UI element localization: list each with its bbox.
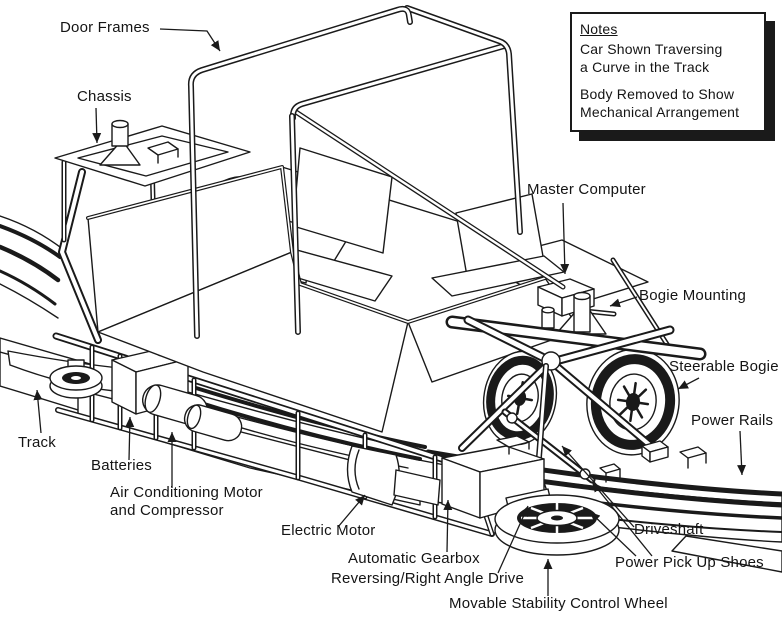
ac-compressor [141,384,243,442]
chassis-platform [54,119,251,187]
label-chassis: Chassis [77,88,132,105]
notes-line: Mechanical Arrangement [580,104,740,120]
label-door-frames: Door Frames [60,19,150,36]
notes-box: Notes Car Shown Traversing a Curve in th… [570,12,766,132]
label-automatic-gearbox: Automatic Gearbox [348,550,480,567]
driveshaft-rod [501,408,596,484]
label-driveshaft: Driveshaft [634,521,704,538]
leader-lines [33,28,747,596]
notes-line: Body Removed to Show [580,86,735,102]
label-power-rails: Power Rails [691,412,774,429]
label-batteries: Batteries [91,457,152,474]
label-master-computer: Master Computer [527,181,646,198]
notes-line: a Curve in the Track [580,59,710,75]
label-track: Track [18,434,56,451]
label-bogie-mounting: Bogie Mounting [639,287,747,304]
bogie-mounting-kingpin [541,291,607,335]
pickup-shoes [599,440,707,483]
door-frames [187,5,566,339]
underframe [52,332,495,537]
label-stability-wheel: Movable Stability Control Wheel [449,595,668,612]
notes-title: Notes [580,21,618,37]
label-electric-motor: Electric Motor [281,522,376,539]
label-power-pickup: Power Pick Up Shoes [615,554,764,571]
label-air-conditioning: Air Conditioning Motor and Compressor [110,484,263,519]
guide-wheel [49,359,103,399]
notes-line: Car Shown Traversing [580,41,723,57]
label-reversing-drive: Reversing/Right Angle Drive [331,570,524,587]
stability-wheel [494,494,620,556]
label-steerable-bogie: Steerable Bogie [669,358,779,375]
rear-bogie [445,315,707,515]
